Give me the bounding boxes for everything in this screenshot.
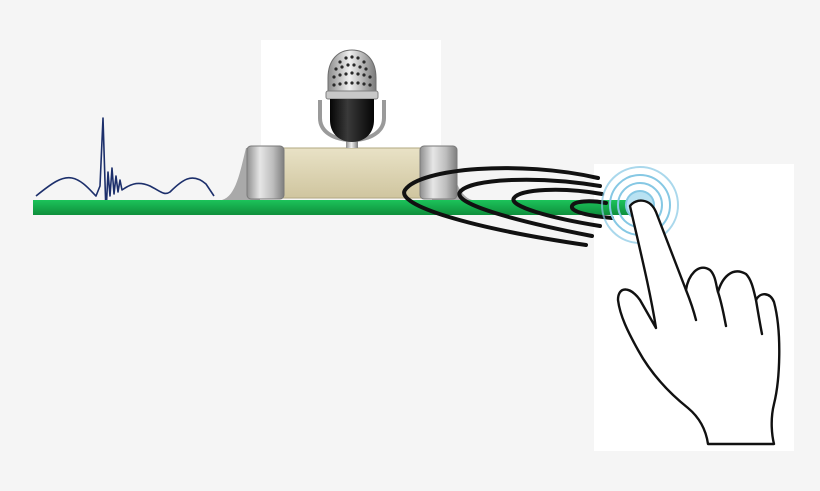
vibration-arc-3 — [511, 187, 604, 228]
component-body — [282, 147, 422, 199]
left-terminal — [246, 145, 285, 200]
hand-finger-crease-3 — [754, 298, 764, 336]
vibration-arc-1 — [402, 166, 600, 247]
microphone-grille-holes — [332, 55, 372, 87]
microphone-body — [330, 99, 374, 142]
vibration-arc-2 — [457, 177, 602, 238]
sensor-component — [222, 145, 472, 200]
vibration-waves-icon — [402, 166, 614, 247]
hand-pointer-icon — [616, 199, 781, 446]
vibration-arc-4 — [570, 199, 614, 220]
hand-finger-crease-1 — [684, 288, 698, 322]
microphone-band — [325, 90, 379, 100]
circuit-board — [33, 200, 631, 215]
microphone-icon — [318, 49, 386, 148]
hand-finger-crease-2 — [716, 290, 728, 328]
waveform-icon — [35, 117, 215, 215]
